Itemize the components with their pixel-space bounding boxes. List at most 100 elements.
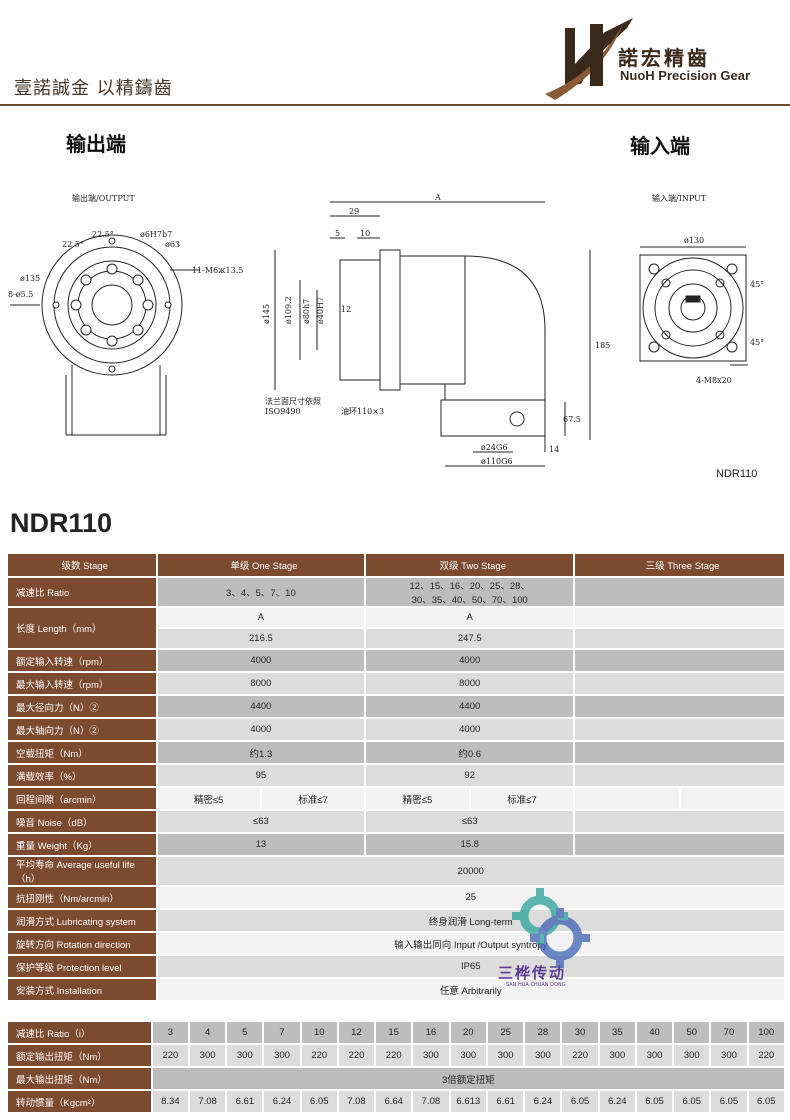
table-row: 平均寿命 Average useful life（h） 20000 bbox=[8, 857, 784, 885]
rotation-label: 旋转方向 Rotation direction bbox=[8, 933, 156, 954]
torque-cell: 300 bbox=[599, 1045, 635, 1066]
radial-three bbox=[575, 696, 784, 717]
stiffness-label: 抗扭刚性（Nm/arcmin） bbox=[8, 887, 156, 908]
efficiency-three bbox=[575, 765, 784, 786]
table-row: 润滑方式 Lubricating system 终身润滑 Long-term bbox=[8, 910, 784, 931]
torque-cell: 220 bbox=[562, 1045, 598, 1066]
dim-67-5: 67.5 bbox=[563, 415, 581, 424]
watermark-subtext: SAN HUA CHUAN DONG bbox=[506, 982, 566, 988]
torque-cell: 300 bbox=[636, 1045, 673, 1066]
table-row: 回程间隙（arcmin） 精密≤5 标准≤7 精密≤5 标准≤7 bbox=[8, 788, 784, 809]
axial-three bbox=[575, 719, 784, 740]
noise-one: ≤63 bbox=[157, 811, 365, 832]
inertia-cell: 6.61 bbox=[227, 1091, 263, 1112]
ratio-two-line1: 12、15、16、20、25、28、 bbox=[409, 581, 530, 592]
table-row: 减速比 Ratio 3、4、5、7、10 12、15、16、20、25、28、3… bbox=[8, 578, 784, 606]
inertia-cell: 6.613 bbox=[450, 1091, 487, 1112]
dim-m8: 4-M8x20 bbox=[696, 376, 732, 385]
lubrication-value: 终身润滑 Long-term bbox=[157, 910, 784, 931]
header-stage: 级数 Stage bbox=[8, 554, 156, 576]
ratio-cell: 30 bbox=[562, 1022, 598, 1043]
table-row: 216.5 247.5 bbox=[8, 629, 784, 648]
inertia-cell: 6.05 bbox=[301, 1091, 337, 1112]
max-torque-label: 最大输出扭矩（Nm） bbox=[8, 1068, 151, 1089]
ratio-cell: 7 bbox=[264, 1022, 300, 1043]
weight-label: 重量 Weight（Kg） bbox=[8, 834, 156, 855]
backlash-standard-three bbox=[680, 788, 784, 809]
ratio-label: 减速比 Ratio bbox=[8, 578, 156, 606]
radial-one: 4400 bbox=[157, 696, 365, 717]
noload-three bbox=[575, 742, 784, 763]
dim-14: 14 bbox=[549, 445, 559, 454]
max-speed-label: 最大输入转速（rpm） bbox=[8, 673, 156, 694]
inertia-cell: 6.24 bbox=[525, 1091, 561, 1112]
inertia-cell: 6.05 bbox=[748, 1091, 784, 1112]
max-speed-three bbox=[575, 673, 784, 694]
inertia-cell: 6.61 bbox=[488, 1091, 524, 1112]
ratio-cell: 28 bbox=[525, 1022, 561, 1043]
input-end-drawing: 输入端/INPUT ø130 45° 45° 4-M8x20 bbox=[639, 193, 764, 385]
watermark-text: 三桦传动 bbox=[498, 964, 567, 982]
dim-135: ø135 bbox=[20, 274, 40, 283]
header-two-stage: 双级 Two Stage bbox=[366, 554, 574, 576]
table-row: 抗扭刚性（Nm/arcmin） 25 bbox=[8, 887, 784, 908]
max-torque-value: 3倍额定扭矩 bbox=[152, 1068, 784, 1089]
torque-cell: 300 bbox=[525, 1045, 561, 1066]
dim-80: ø80h7 bbox=[302, 299, 311, 324]
length-one-a: A bbox=[157, 608, 365, 627]
ratio-cell: 3 bbox=[152, 1022, 188, 1043]
table-row: 长度 Length（mm） A A bbox=[8, 608, 784, 648]
brand-name-cn: 諾宏精齒 bbox=[618, 46, 710, 70]
rated-speed-three bbox=[575, 650, 784, 671]
input-caption: 输入端/INPUT bbox=[652, 193, 707, 203]
ratio-cell: 5 bbox=[227, 1022, 263, 1043]
note-iso: ISO9490 bbox=[265, 407, 301, 416]
length-label: 长度 Length（mm） bbox=[8, 608, 156, 648]
rated-speed-two: 4000 bbox=[366, 650, 574, 671]
dim-22-5-a: 22.5° bbox=[62, 240, 84, 249]
note-oil-ring: 油环110×3 bbox=[341, 406, 384, 416]
rated-speed-label: 额定输入转速（rpm） bbox=[8, 650, 156, 671]
inertia-cell: 6.05 bbox=[636, 1091, 673, 1112]
torque-cell: 300 bbox=[413, 1045, 449, 1066]
installation-value: 任意 Arbitrarily bbox=[157, 979, 784, 1000]
table-row: 最大轴向力（N）② 4000 4000 bbox=[8, 719, 784, 740]
torque-cell: 300 bbox=[674, 1045, 710, 1066]
dim-40: ø40H7 bbox=[316, 297, 325, 324]
backlash-label: 回程间隙（arcmin） bbox=[8, 788, 156, 809]
efficiency-label: 满载效率（%） bbox=[8, 765, 156, 786]
protection-value: IP65 bbox=[157, 956, 784, 977]
output-end-drawing: 输出端/OUTPUT 22.5° 22.5° ø6H7b7 ø63 ø135 1… bbox=[8, 193, 243, 436]
table-row: 减速比 Ratio（i） 3 4 5 7 10 12 15 16 20 25 2… bbox=[8, 1022, 784, 1043]
radial-label: 最大径向力（N）② bbox=[8, 696, 156, 717]
weight-one: 13 bbox=[157, 834, 365, 855]
header-three-stage: 三级 Three Stage bbox=[575, 554, 784, 576]
dim-130: ø130 bbox=[684, 236, 704, 245]
noload-label: 空载扭矩（Nm） bbox=[8, 742, 156, 763]
ratio-cell: 16 bbox=[413, 1022, 449, 1043]
inertia-cell: 6.64 bbox=[376, 1091, 412, 1112]
table-row: 最大输出扭矩（Nm） 3倍额定扭矩 bbox=[8, 1068, 784, 1089]
inertia-cell: 6.24 bbox=[264, 1091, 300, 1112]
ratio-cell: 15 bbox=[376, 1022, 412, 1043]
max-speed-two: 8000 bbox=[366, 673, 574, 694]
length-two-a: A bbox=[366, 608, 574, 627]
rated-speed-one: 4000 bbox=[157, 650, 365, 671]
table-row: 最大径向力（N）② 4400 4400 bbox=[8, 696, 784, 717]
table-row: 安装方式 Installation 任意 Arbitrarily bbox=[8, 979, 784, 1000]
table-row: 转动惯量（Kgcm²） 8.34 7.08 6.61 6.24 6.05 7.0… bbox=[8, 1091, 784, 1112]
length-three-value bbox=[575, 629, 784, 648]
dim-12: 12 bbox=[341, 305, 351, 314]
ratio-cell: 12 bbox=[338, 1022, 375, 1043]
torque-cell: 300 bbox=[189, 1045, 226, 1066]
backlash-standard-one: 标准≤7 bbox=[261, 788, 365, 809]
axial-label: 最大轴向力（N）② bbox=[8, 719, 156, 740]
table-row: 最大输入转速（rpm） 8000 8000 bbox=[8, 673, 784, 694]
dim-110: ø110G6 bbox=[481, 457, 513, 466]
installation-label: 安装方式 Installation bbox=[8, 979, 156, 1000]
ratio-two: 12、15、16、20、25、28、30、35、40、50、70、100 bbox=[366, 578, 574, 606]
spec-table: 级数 Stage 单级 One Stage 双级 Two Stage 三级 Th… bbox=[6, 552, 786, 1002]
brand-name-en: NuoH Precision Gear bbox=[620, 68, 751, 83]
ratio-cell: 50 bbox=[674, 1022, 710, 1043]
noload-two: 约0.6 bbox=[366, 742, 574, 763]
